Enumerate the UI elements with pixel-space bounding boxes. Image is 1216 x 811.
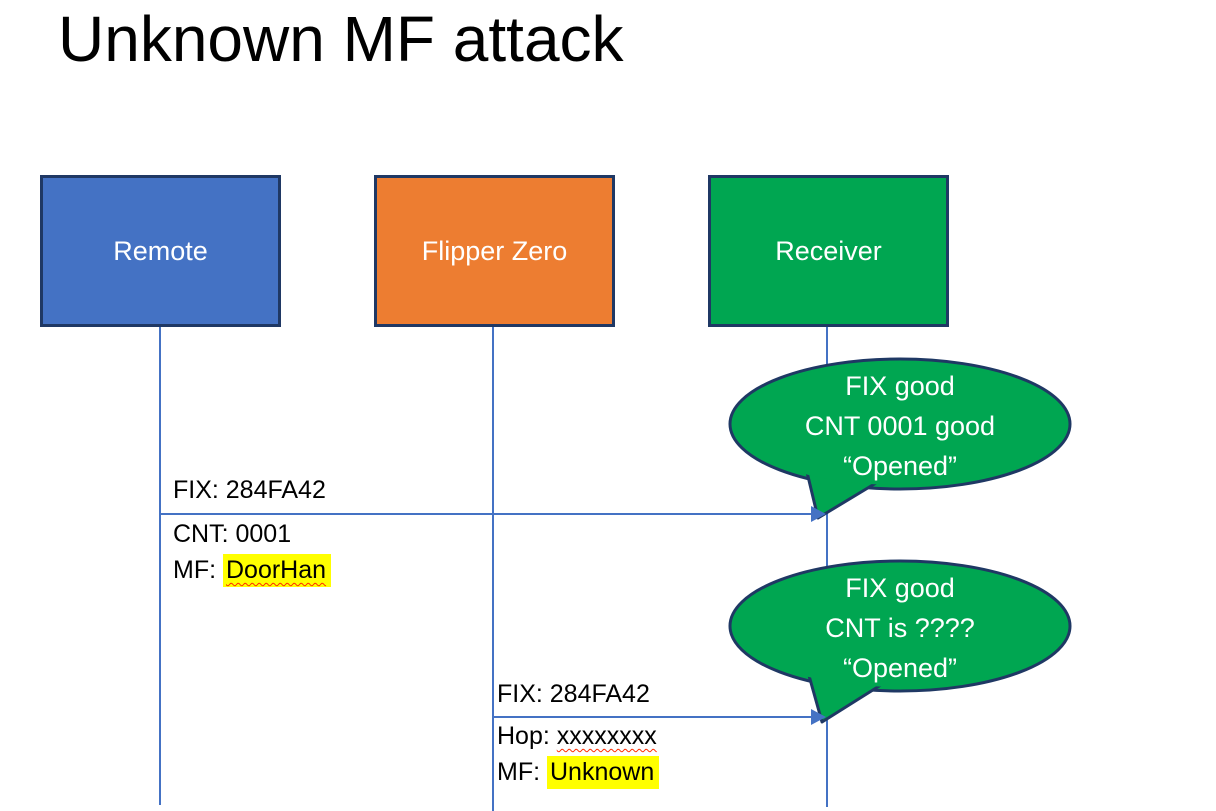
callout-bubble-1 [728,357,1072,520]
actor-label-receiver: Receiver [775,235,882,266]
callout2-line3: “Opened” [842,653,958,683]
callout1-line2: CNT 0001 good [804,411,996,441]
message2-mf-label: MF: Unknown [497,756,660,789]
lifeline-remote [159,327,161,805]
actor-label-remote: Remote [113,235,208,266]
message1-mf-label: MF: DoorHan [173,554,332,587]
callout2-line1: FIX good [845,573,955,603]
message2-hop-prefix: Hop: [497,722,557,750]
message-arrow-flipper-to-receiver [493,716,812,718]
message2-hop-value-misspelled: xxxxxxxx [556,722,657,750]
actor-box-flipper-zero: Flipper Zero [374,175,615,327]
message2-fix-label: FIX: 284FA42 [497,680,650,708]
callout1-line1: FIX good [845,371,955,401]
actor-label-flipper-zero: Flipper Zero [421,235,568,266]
callout-bubble-2 [728,559,1072,724]
callout1-line3: “Opened” [842,451,958,481]
callout-text-1: FIX good CNT 0001 good “Opened” [726,366,1074,486]
actor-box-remote: Remote [40,175,281,327]
message1-mf-value-highlighted: DoorHan [223,554,332,587]
slide-title: Unknown MF attack [58,3,624,75]
message2-hop-label: Hop: xxxxxxxx [497,722,657,751]
message1-fix-label: FIX: 284FA42 [173,476,326,504]
message1-mf-prefix: MF: [173,556,223,584]
callout-text-2: FIX good CNT is ???? “Opened” [726,568,1074,688]
message-arrow-remote-to-receiver [160,513,812,515]
actor-box-receiver: Receiver [708,175,949,327]
callout2-line2: CNT is ???? [825,613,975,643]
lifeline-flipper-zero [492,327,494,811]
message2-mf-value-highlighted: Unknown [547,756,660,789]
arrowhead-icon [811,506,826,522]
arrowhead-icon [811,709,826,725]
message1-cnt-label: CNT: 0001 [173,520,292,548]
message2-mf-prefix: MF: [497,758,547,786]
